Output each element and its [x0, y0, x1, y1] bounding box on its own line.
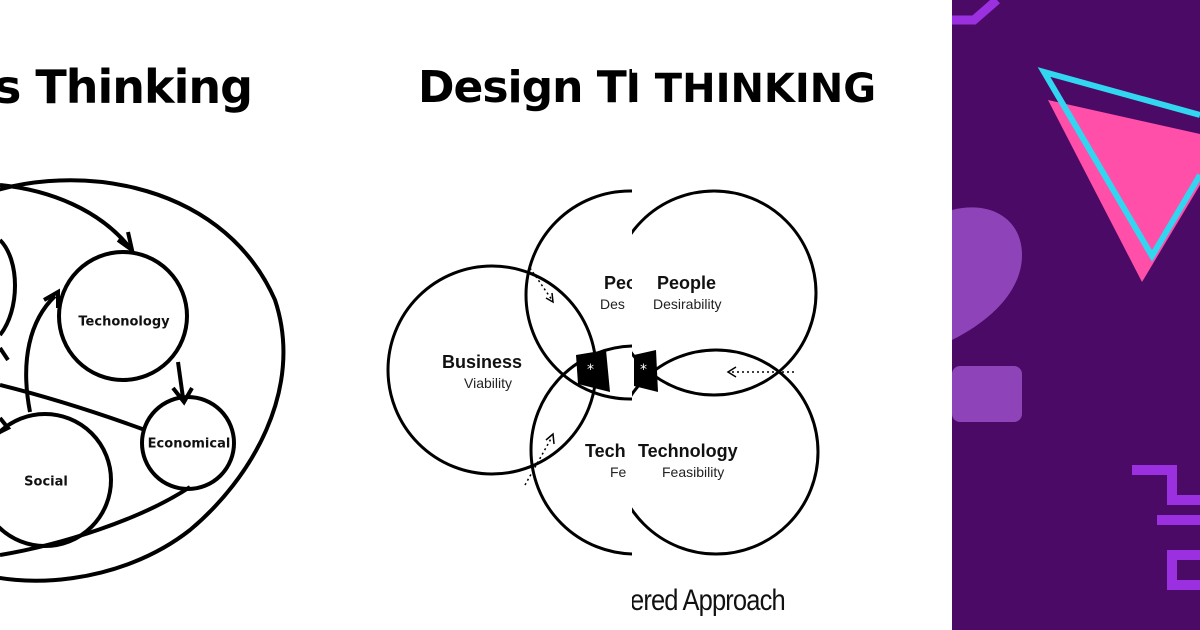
- sweet-spot-star-right: *: [640, 362, 647, 378]
- technology-title: Technology: [638, 441, 738, 461]
- people-circle-full: [632, 189, 818, 397]
- dotted-arrow-bottom: [524, 436, 553, 486]
- technology-title-partial: Tech: [585, 441, 626, 461]
- dotted-arrowhead-bottom: [545, 432, 555, 445]
- partial-node-left: [0, 238, 17, 337]
- dotted-arrowhead-right: [726, 366, 737, 378]
- sweet-spot-shape: [576, 350, 610, 392]
- connector-econ-left: [0, 383, 146, 432]
- systems-thinking-title: s Thinking: [0, 60, 253, 114]
- people-subtitle-partial: Des: [600, 296, 625, 312]
- systems-thinking-sketch: [0, 178, 286, 583]
- approach-subtitle: ered Approach: [632, 584, 786, 617]
- design-venn-diagram: [386, 189, 632, 556]
- outer-loop: [0, 178, 286, 583]
- human-centered-panel: I THINKING People Desirability Technolog…: [632, 0, 952, 630]
- people-subtitle: Desirability: [653, 296, 722, 312]
- technology-node: [57, 250, 189, 382]
- arrow-tech-econ: [176, 361, 185, 399]
- ghost-number-shape: [952, 207, 1022, 340]
- purple-decor-panel: [952, 0, 1200, 630]
- design-thinking-title: Design Thi: [418, 62, 632, 113]
- technology-subtitle: Feasibility: [662, 464, 725, 480]
- inner-sweep: [0, 183, 132, 250]
- business-title: Business: [442, 352, 523, 372]
- people-title-partial: Peo: [604, 273, 632, 293]
- arrowhead-top: [116, 231, 136, 255]
- dotted-arrowhead-top: [545, 292, 554, 304]
- business-subtitle: Viability: [464, 375, 512, 391]
- zigzag-bottom-3: [1167, 550, 1200, 590]
- design-thinking-panel: Design Thi Business Viability Peo Des Te…: [380, 0, 632, 630]
- systems-thinking-panel: s Thinking: [0, 0, 380, 630]
- sweet-spot-star: *: [587, 362, 594, 378]
- arrowhead-left-2: [0, 416, 12, 434]
- people-title: People: [657, 273, 717, 293]
- sweet-spot-shape-right: [634, 350, 658, 392]
- connector-bottom: [0, 485, 192, 557]
- technology-label: Techonology: [78, 314, 170, 330]
- human-thinking-title: I THINKING: [632, 66, 877, 112]
- zigzag-top: [952, 0, 1000, 25]
- technology-subtitle-partial: Fe: [610, 464, 627, 480]
- arrowhead-left-1: [0, 346, 10, 362]
- technology-circle-full: [632, 348, 820, 556]
- cyan-triangle-outline: [1037, 67, 1200, 262]
- arrow-social-tech: [24, 294, 57, 413]
- human-venn-diagram: [632, 189, 820, 556]
- dotted-arrow-top: [529, 267, 553, 301]
- decor-graphics: [952, 0, 1200, 630]
- arrowhead-tech: [43, 288, 60, 308]
- people-circle: [524, 189, 632, 401]
- technology-circle: [529, 344, 632, 556]
- economical-label: Economical: [147, 436, 231, 452]
- arrowhead-econ: [171, 386, 194, 406]
- ghost-number-base: [952, 366, 1022, 422]
- zigzag-bottom: [1132, 465, 1200, 505]
- social-label: Social: [24, 474, 68, 490]
